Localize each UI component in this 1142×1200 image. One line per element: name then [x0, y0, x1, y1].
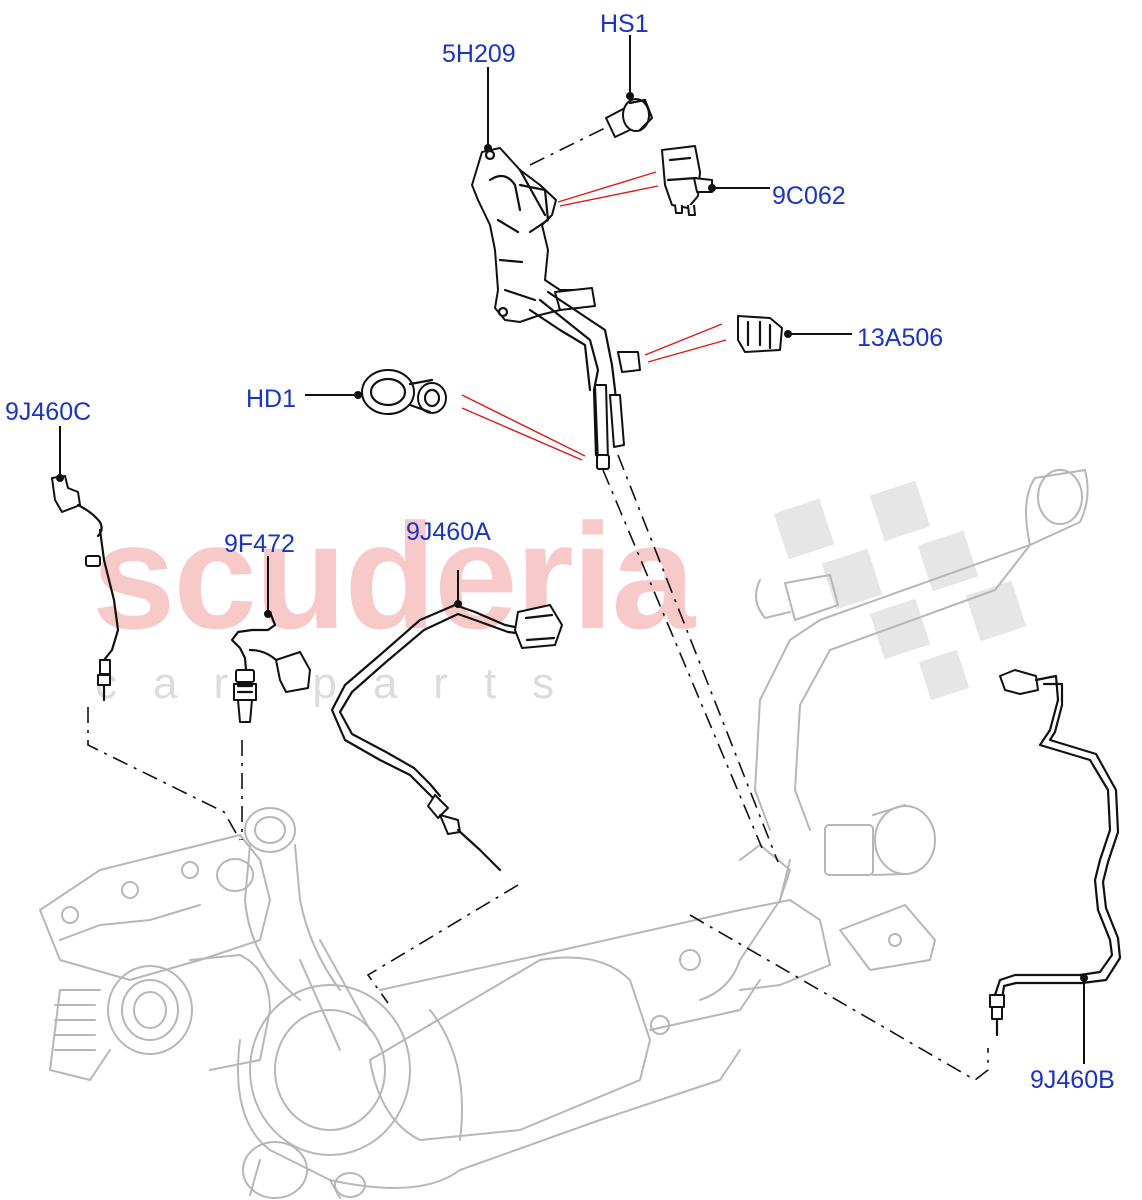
sensor-9c062: [661, 145, 713, 216]
label-hs1: HS1: [600, 10, 649, 38]
callout-labels: HS1 5H209 9C062 13A506 HD1 9J460C 9F472 …: [5, 10, 1115, 1094]
exhaust-assembly-outline: [39, 469, 1089, 1199]
watermark-sub: car parts: [95, 659, 590, 708]
label-9j460a: 9J460A: [406, 518, 491, 546]
sensor-9f472: [230, 610, 311, 723]
bracket-5h209: [471, 147, 596, 323]
watermark-checker: [773, 480, 1027, 701]
label-9c062: 9C062: [772, 182, 846, 210]
relation-lines: [461, 171, 727, 461]
watermark: scuderia car parts: [92, 480, 1027, 708]
assembly-lines: [87, 127, 989, 1081]
leaders: [56, 35, 1088, 1064]
label-hd1: HD1: [246, 385, 296, 413]
label-9j460c: 9J460C: [5, 398, 91, 426]
watermark-main: scuderia: [92, 492, 697, 660]
label-9j460b: 9J460B: [1030, 1066, 1115, 1094]
clip-13a506: [737, 315, 783, 353]
sensor-9j460b: [989, 669, 1122, 1037]
sensor-9j460c: [51, 475, 120, 702]
bolt-hs1: [605, 98, 654, 138]
label-13a506: 13A506: [857, 324, 943, 352]
label-5h209: 5H209: [442, 40, 516, 68]
label-9f472: 9F472: [224, 530, 295, 558]
clamp-hd1: [361, 369, 447, 415]
sensor-9j460a: [330, 603, 563, 872]
sensor-pipes: [528, 290, 641, 470]
